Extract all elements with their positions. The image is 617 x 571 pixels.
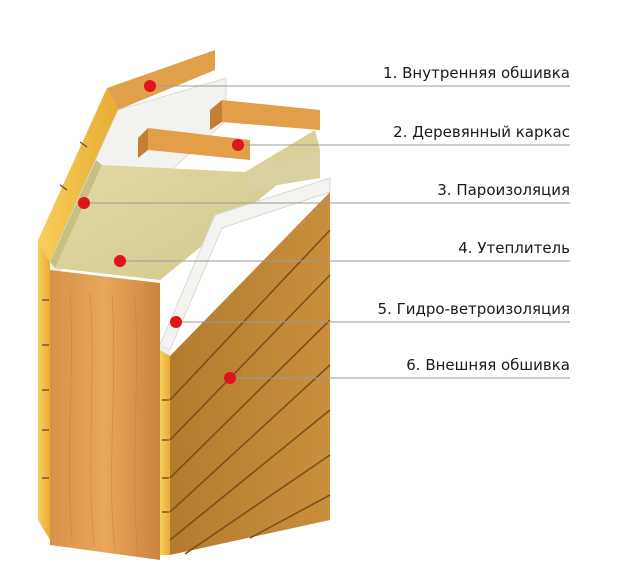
label-vapor-barrier: 3. Пароизоляция [437, 181, 570, 199]
inner-sheathing-layer [38, 50, 215, 540]
panel-front-face [50, 270, 160, 560]
callouts: 1. Внутренняя обшивка 2. Деревянный карк… [78, 64, 570, 384]
label-wooden-frame: 2. Деревянный каркас [393, 123, 570, 141]
marker-6 [224, 372, 236, 384]
marker-3 [78, 197, 90, 209]
label-inner-sheathing: 1. Внутренняя обшивка [383, 64, 570, 82]
marker-5 [170, 316, 182, 328]
label-exterior-siding: 6. Внешняя обшивка [406, 356, 570, 374]
exterior-siding-layer [160, 192, 331, 555]
marker-4 [114, 255, 126, 267]
marker-2 [232, 139, 244, 151]
marker-1 [144, 80, 156, 92]
insulation-layer [50, 130, 320, 280]
wooden-frame-layer [138, 100, 320, 160]
label-wind-barrier: 5. Гидро-ветроизоляция [378, 300, 570, 318]
label-insulation: 4. Утеплитель [458, 239, 570, 257]
